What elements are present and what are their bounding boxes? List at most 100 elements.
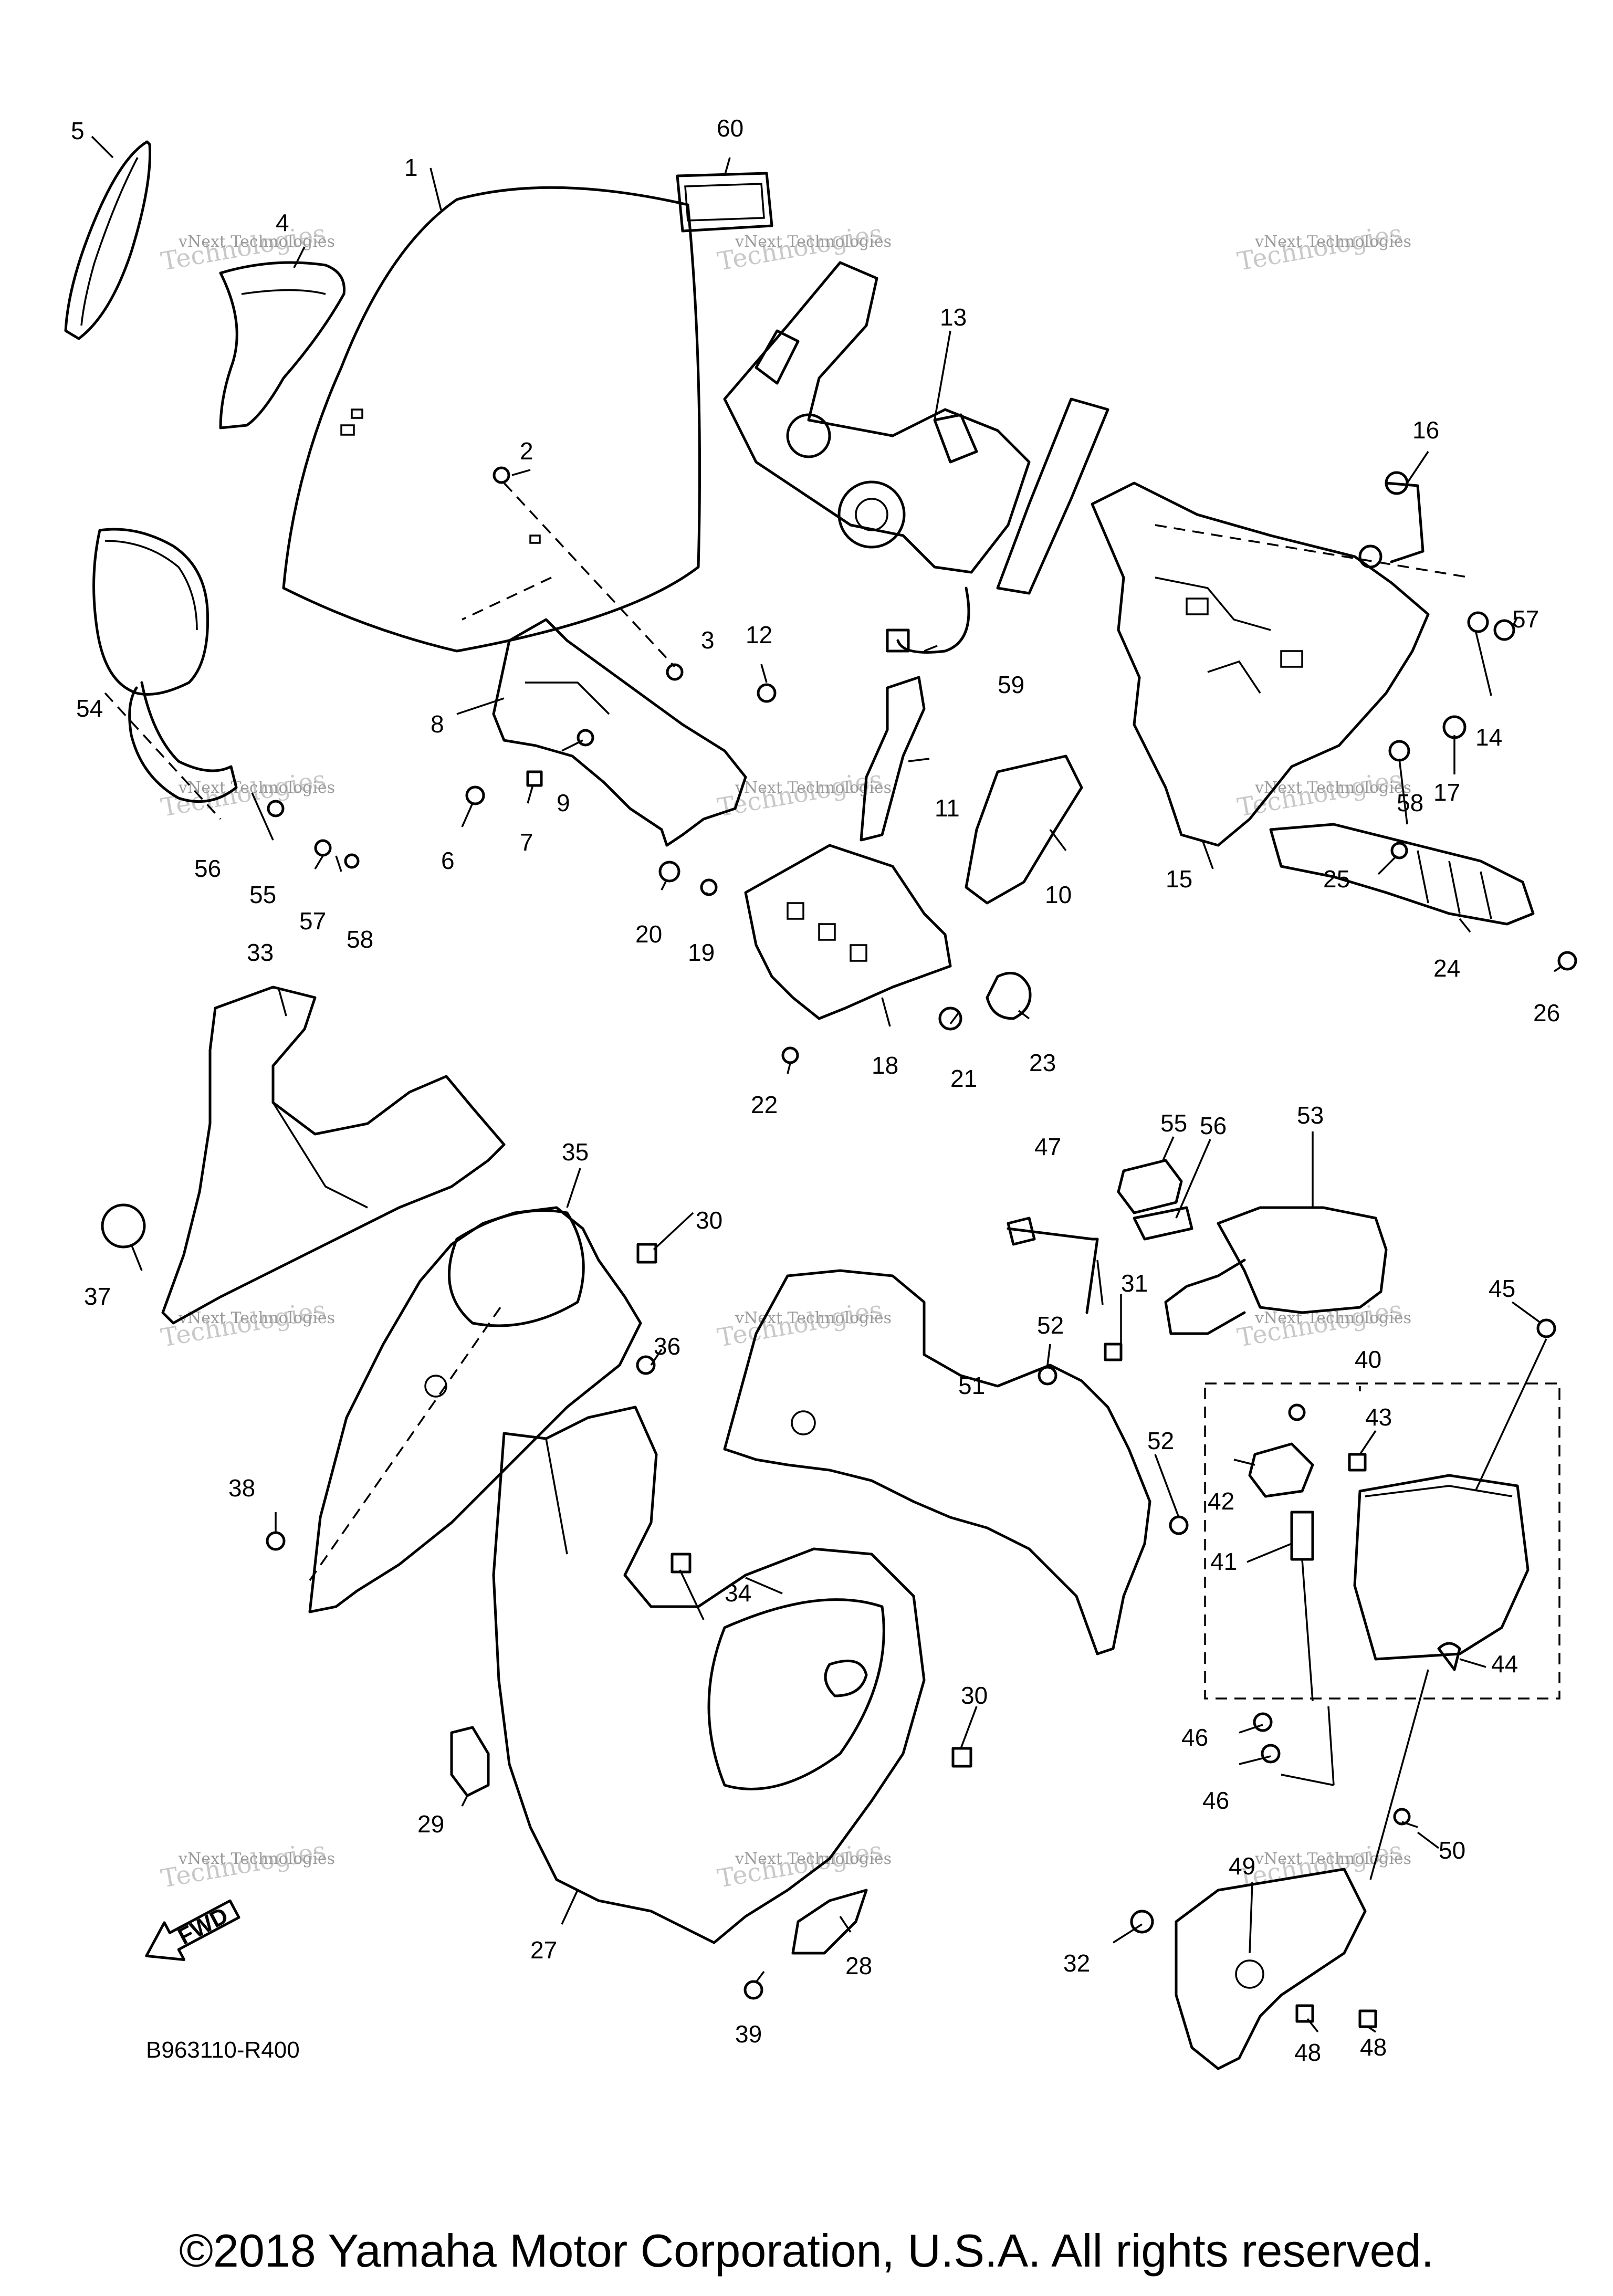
callout-7: 7 — [520, 829, 533, 856]
callout-55: 55 — [249, 881, 276, 908]
callout-30: 30 — [961, 1682, 988, 1709]
part-27-front-cowl — [492, 1406, 926, 1944]
callout-43: 43 — [1365, 1403, 1392, 1431]
part-35-inner-panel — [308, 1206, 642, 1613]
callout-19: 19 — [688, 939, 715, 966]
callout-33: 33 — [247, 939, 274, 966]
copyright-notice: ©2018 Yamaha Motor Corporation, U.S.A. A… — [179, 2225, 1434, 2277]
watermark-line2: Technologies — [159, 1295, 328, 1353]
watermark-line1: vNext Technologies — [178, 233, 335, 251]
callout-11: 11 — [935, 794, 960, 822]
callout-13: 13 — [940, 303, 967, 331]
callout-1: 1 — [404, 154, 418, 181]
part-28-cover — [791, 1889, 868, 1955]
part-15-bracket — [1091, 481, 1430, 847]
callout-16: 16 — [1412, 416, 1439, 444]
callout-24: 24 — [1433, 955, 1460, 982]
callout-14: 14 — [1475, 724, 1502, 751]
callout-54: 54 — [76, 695, 103, 722]
callout-34: 34 — [725, 1579, 751, 1607]
callout-39: 39 — [735, 2020, 762, 2048]
callout-38: 38 — [228, 1474, 255, 1502]
callout-6: 6 — [441, 847, 455, 874]
callout-56: 56 — [194, 855, 221, 882]
watermark-line2: Technologies — [1235, 1836, 1405, 1894]
part-16-bolt — [1358, 471, 1425, 569]
part-10-cover — [965, 754, 1083, 905]
part-54-mirror-left — [92, 528, 238, 803]
part-55-grommet-right — [1117, 1159, 1183, 1214]
callout-50: 50 — [1439, 1837, 1465, 1864]
callout-44: 44 — [1491, 1650, 1518, 1678]
callout-2: 2 — [520, 437, 533, 465]
callout-8: 8 — [431, 710, 444, 738]
watermark-line2: Technologies — [159, 765, 328, 823]
callout-52: 52 — [1037, 1312, 1064, 1339]
watermark-line1: vNext Technologies — [1254, 233, 1411, 251]
callout-46: 46 — [1181, 1724, 1208, 1751]
part-23-clamp — [986, 971, 1032, 1020]
callout-52: 52 — [1147, 1427, 1174, 1454]
fasteners — [266, 466, 1577, 2028]
callout-26: 26 — [1533, 999, 1560, 1026]
callout-53: 53 — [1297, 1102, 1324, 1129]
part-60-label — [676, 172, 773, 233]
callout-21: 21 — [950, 1065, 977, 1092]
watermark-line2: Technologies — [715, 1836, 885, 1894]
part-49-bracket — [1175, 1868, 1367, 2070]
callout-49: 49 — [1229, 1852, 1255, 1880]
watermark-line1: vNext Technologies — [735, 1850, 892, 1868]
part-56-gasket-right — [1133, 1206, 1193, 1241]
fwd-arrow-icon: FWD — [145, 1899, 240, 1961]
watermark-line1: vNext Technologies — [178, 1309, 335, 1327]
callout-36: 36 — [654, 1333, 680, 1360]
part-41-sensor — [1290, 1511, 1314, 1561]
watermark-line1: vNext Technologies — [178, 1850, 335, 1868]
callout-3: 3 — [701, 626, 715, 654]
part-59-wire — [886, 586, 970, 654]
callout-46: 46 — [1202, 1787, 1229, 1814]
part-44-meter — [1353, 1474, 1530, 1671]
diagram-code: B963110-R400 — [146, 2037, 300, 2063]
callout-35: 35 — [562, 1138, 589, 1166]
callout-12: 12 — [746, 621, 772, 648]
callout-4: 4 — [276, 209, 289, 236]
callout-32: 32 — [1063, 1949, 1090, 1977]
callout-58: 58 — [1397, 789, 1423, 816]
callout-57: 57 — [299, 907, 326, 935]
watermark-line1: vNext Technologies — [735, 233, 892, 251]
watermark-line1: vNext Technologies — [178, 779, 335, 797]
callout-60: 60 — [717, 114, 743, 142]
callout-22: 22 — [751, 1091, 778, 1118]
callout-37: 37 — [84, 1283, 111, 1310]
callout-47: 47 — [1034, 1133, 1061, 1160]
callout-51: 51 — [958, 1372, 985, 1399]
callout-group: 1 2 3 4 5 6 7 8 9 10 11 12 13 14 15 16 1… — [71, 114, 1560, 2066]
callout-5: 5 — [71, 117, 85, 144]
callout-27: 27 — [530, 1936, 557, 1964]
callout-18: 18 — [872, 1052, 898, 1079]
callout-30: 30 — [696, 1207, 722, 1234]
part-40-frame-box — [1204, 1382, 1560, 1700]
watermark-line2: Technologies — [715, 1295, 885, 1353]
callout-28: 28 — [845, 1952, 872, 1979]
callout-42: 42 — [1208, 1487, 1234, 1515]
part-53-mirror-right — [1164, 1206, 1388, 1335]
callout-48: 48 — [1360, 2033, 1387, 2061]
callout-55: 55 — [1160, 1109, 1187, 1137]
callout-17: 17 — [1433, 779, 1460, 806]
callout-10: 10 — [1045, 881, 1072, 908]
watermark-line2: Technologies — [1235, 1295, 1405, 1353]
callout-15: 15 — [1166, 865, 1192, 893]
part-33-upper-cowl — [161, 986, 506, 1325]
callout-9: 9 — [557, 789, 570, 816]
watermark-line2: Technologies — [1235, 219, 1405, 277]
part-5-visor — [64, 140, 152, 340]
callout-59: 59 — [998, 671, 1024, 698]
part-8-bracket — [492, 618, 747, 847]
part-29-bracket — [450, 1726, 490, 1797]
callout-31: 31 — [1121, 1270, 1148, 1297]
fwd-label: FWD — [174, 1902, 232, 1949]
